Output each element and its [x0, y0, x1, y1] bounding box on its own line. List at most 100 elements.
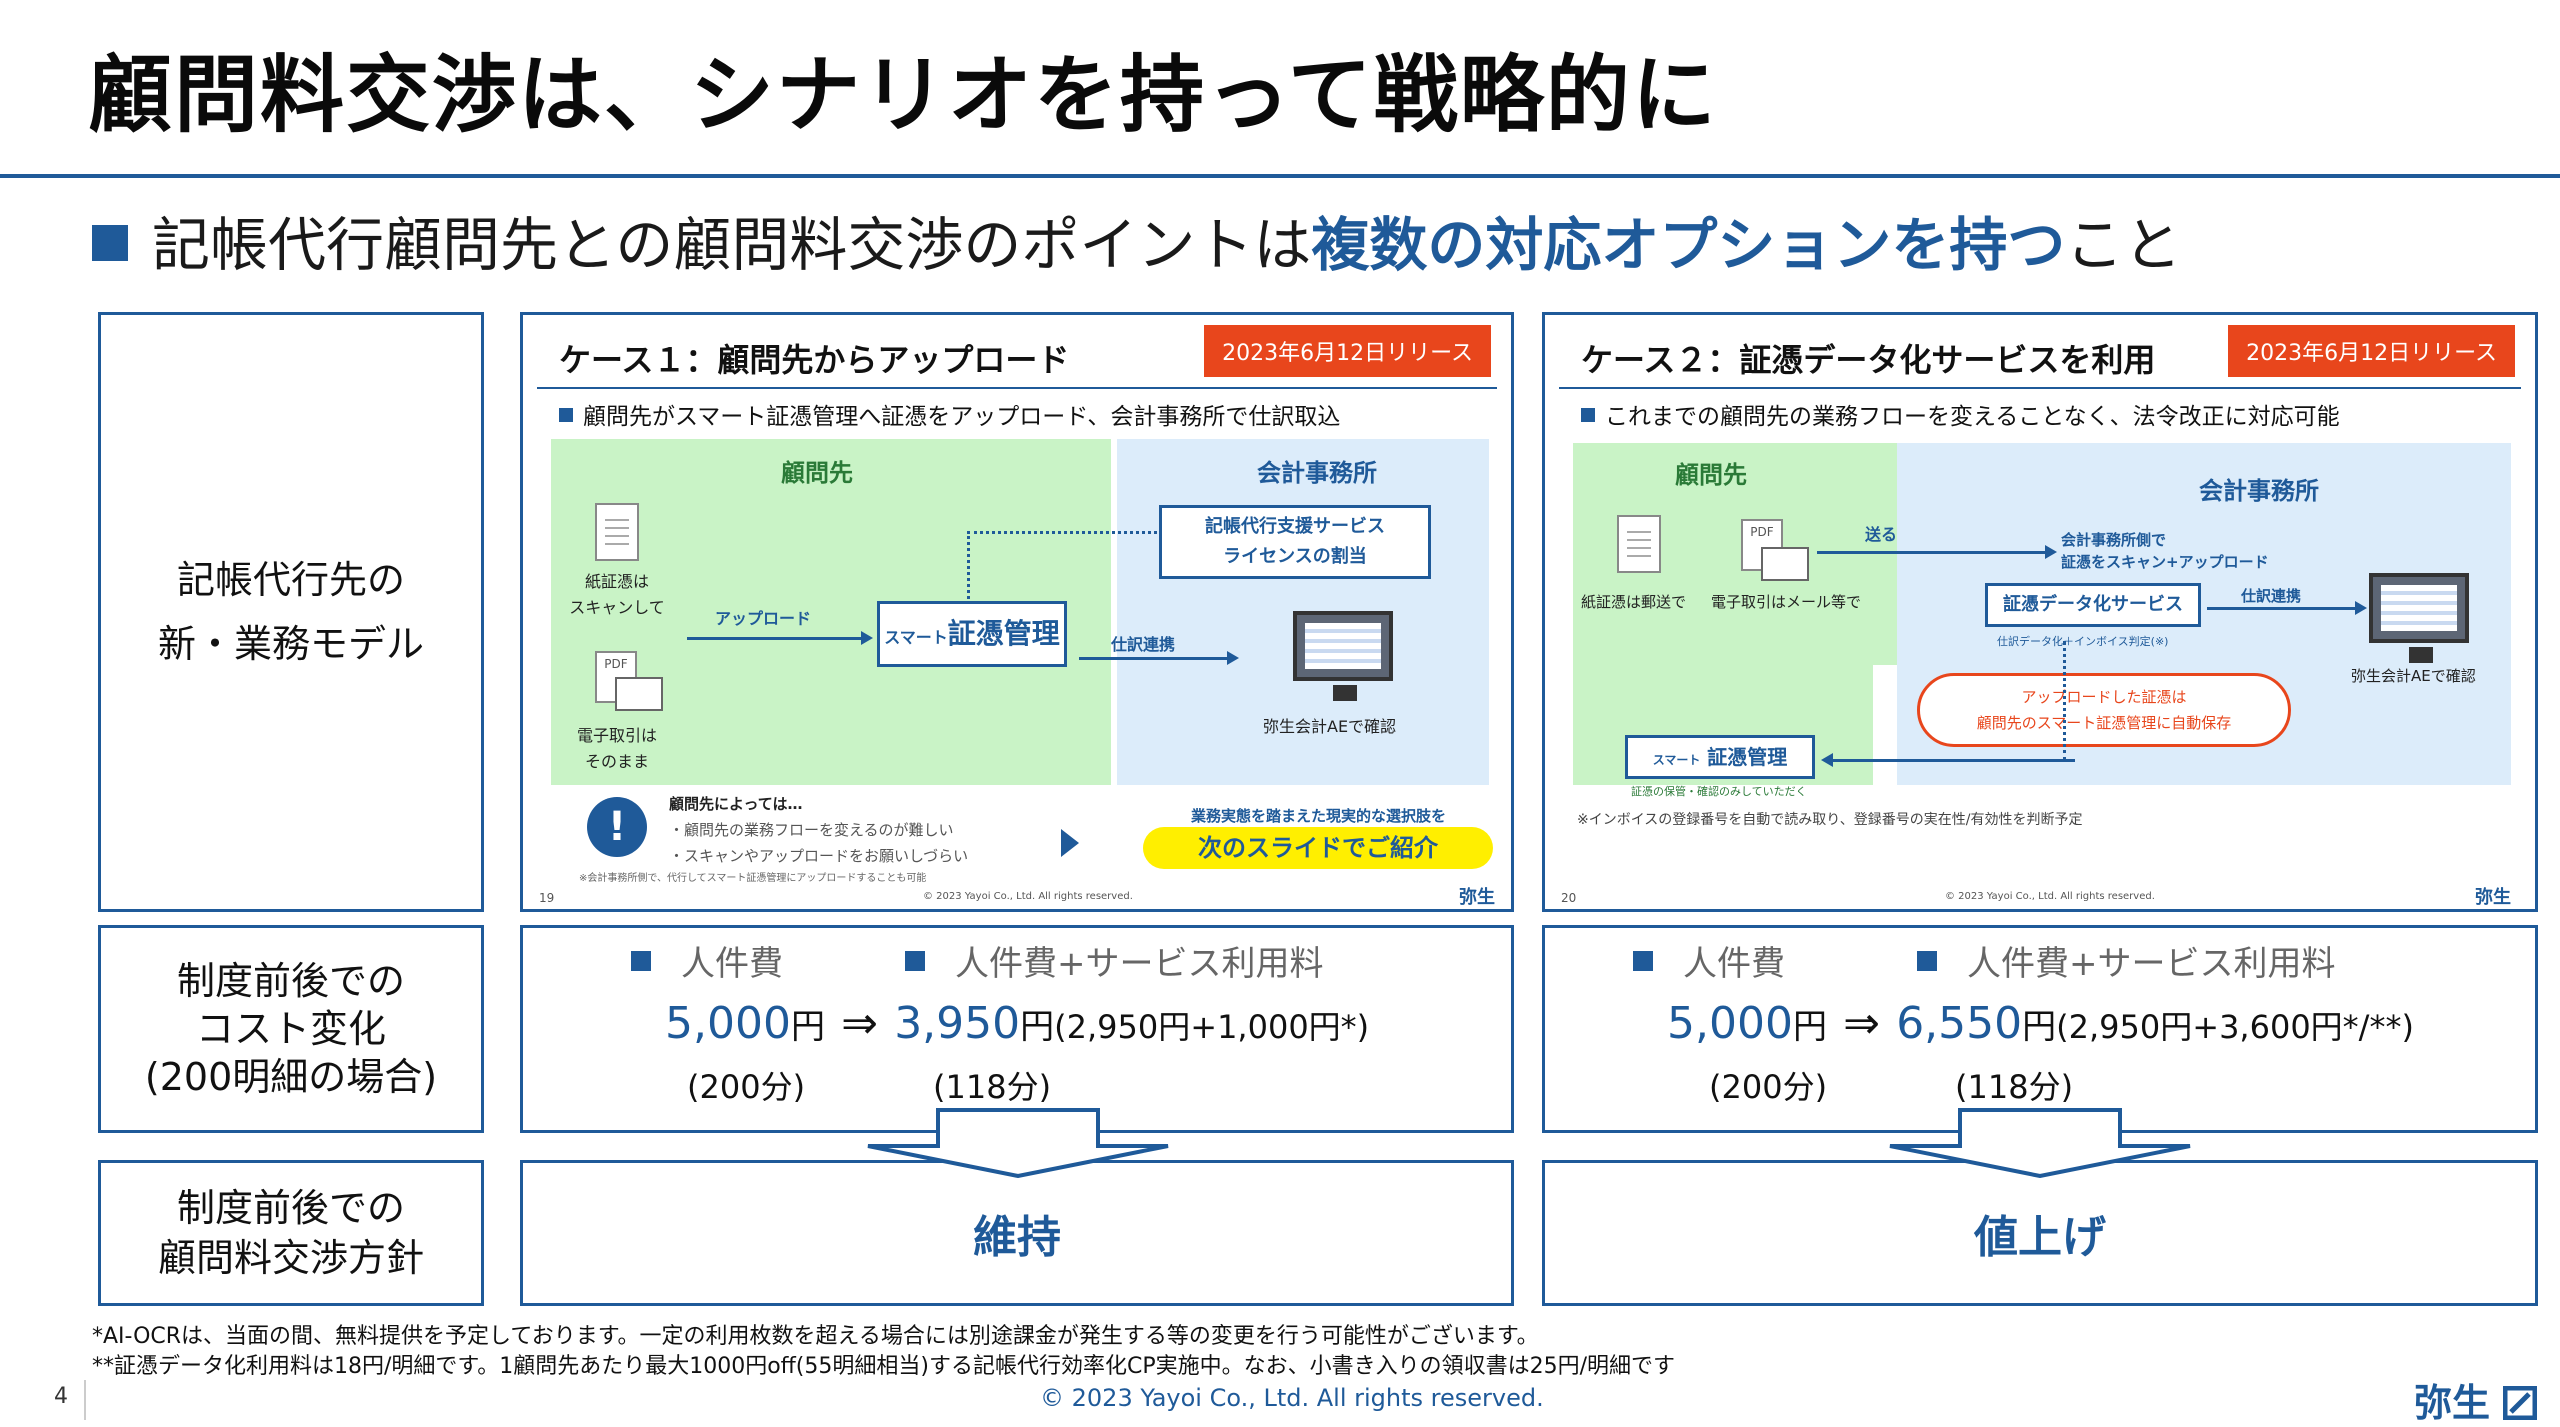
yen-unit: 円 — [1020, 1007, 1055, 1047]
case2-office-upload: 会計事務所側で 証憑をスキャン+アップロード — [2061, 529, 2269, 573]
case2-slide: ケース２：証憑データ化サービスを利用 2023年6月12日リリース これまでの顧… — [1542, 312, 2538, 912]
case2-title: ケース２：証憑データ化サービスを利用 — [1581, 341, 2156, 379]
bullet-square-icon — [92, 225, 128, 261]
case1-release-badge: 2023年6月12日リリース — [1204, 325, 1491, 377]
case2-journal-label: 仕訳連携 — [2241, 587, 2302, 605]
cost-before: 5,000 — [1667, 998, 1793, 1049]
case1-cta-button: 次のスライドでご紹介 — [1143, 827, 1493, 869]
row-label-text: 記帳代行先の — [176, 558, 405, 602]
case2-smart-evidence-box: スマート 証憑管理 — [1625, 735, 1815, 779]
case2-release-badge: 2023年6月12日リリース — [2228, 325, 2515, 377]
cost-label-labor-service: 人件費+サービス利用料 — [1917, 936, 2336, 985]
cost-label-labor: 人件費 — [1633, 936, 1785, 985]
send-arrow — [1817, 545, 2057, 559]
page-title: 顧問料交渉は、シナリオを持って戦略的に — [88, 46, 1718, 144]
case1-journal-label: 仕訳連携 — [1111, 635, 1176, 654]
case1-description: 顧問先がスマート証憑管理へ証憑をアップロード、会計事務所で仕訳取込 — [559, 397, 1340, 431]
license-text: 記帳代行支援サービス — [1205, 516, 1385, 537]
case1-cta-small: 業務実態を踏まえた現実的な選択肢を — [1191, 807, 1447, 825]
row-label-text: 制度前後での — [176, 959, 405, 1003]
case1-down-arrow-icon — [867, 1108, 1169, 1178]
note-text: 証憑をスキャン+アップロード — [2061, 553, 2269, 571]
case2-down-arrow-icon — [1889, 1108, 2191, 1178]
service-name: 証憑管理 — [1707, 745, 1788, 769]
note-text: 顧問先のスマート証憑管理に自動保存 — [1976, 714, 2232, 732]
case2-data-service-box: 証憑データ化サービス — [1985, 583, 2201, 627]
service-prefix: スマート — [1652, 753, 1701, 767]
case1-before-minutes: (200分) — [687, 1068, 806, 1106]
subtitle-highlight: 複数の対応オプションを持つ — [1311, 211, 2066, 279]
play-triangle-icon — [1061, 829, 1079, 857]
yen-unit: 円 — [2022, 1007, 2057, 1047]
subtitle-suffix: こと — [2065, 211, 2182, 279]
case2-footer-note: ※インボイスの登録番号を自動で読み取り、登録番号の実在性/有効性を判断予定 — [1577, 812, 2083, 828]
case2-smart-note: 証憑の保管・確認のみしていただく — [1631, 785, 1807, 798]
journal-arrow — [2207, 601, 2367, 615]
cost-before: 5,000 — [665, 998, 791, 1049]
yayoi-logo: 弥生 — [2414, 1372, 2538, 1427]
case2-send-label: 送る — [1865, 525, 1898, 544]
case2-e-note: 電子取引はメール等で — [1711, 593, 1862, 611]
case1-client-heading: 顧問先 — [781, 459, 853, 487]
case1-note-item: ・顧問先の業務フローを変えるのが難しい — [669, 821, 954, 839]
row-label-text: コスト変化 — [195, 1007, 386, 1051]
cost-label-text: 人件費+サービス利用料 — [1967, 944, 2336, 984]
row-label-text: (200明細の場合) — [144, 1055, 438, 1099]
exclamation-icon: ! — [587, 797, 647, 857]
mail-envelope-icon — [615, 677, 663, 711]
pc-monitor-icon — [2369, 573, 2469, 663]
yen-unit: 円 — [1792, 1007, 1827, 1047]
auto-save-arrow — [1821, 753, 2075, 767]
cost-detail: (2,950円+3,600円*/**) — [2056, 1008, 2414, 1046]
case1-divider — [537, 387, 1497, 389]
case2-service-detail: 仕訳データ化＋インボイス判定(※) — [1997, 635, 2169, 648]
cost-label-text: 人件費 — [1683, 944, 1785, 984]
case2-cost-box: 人件費 人件費+サービス利用料 5,000円 ⇒ 6,550円(2,950円+3… — [1542, 925, 2538, 1133]
note-text: スキャンして — [569, 598, 665, 617]
case1-note-heading: 顧問先によっては… — [669, 795, 803, 813]
case1-policy-text: 維持 — [973, 1212, 1061, 1263]
case1-smart-evidence-box: スマート証憑管理 — [877, 601, 1067, 667]
upload-arrow — [687, 631, 873, 645]
subtitle: 記帳代行顧問先との顧問料交渉のポイントは複数の対応オプションを持つこと — [92, 206, 2181, 284]
note-text: 紙証憑は — [584, 572, 649, 591]
footer-copyright: © 2023 Yayoi Co., Ltd. All rights reserv… — [1040, 1384, 1544, 1412]
cost-label-text: 人件費 — [681, 944, 783, 984]
case2-auto-save-note: アップロードした証憑は 顧問先のスマート証憑管理に自動保存 — [1917, 673, 2291, 747]
case1-slide: ケース１：顧問先からアップロード 2023年6月12日リリース 顧問先がスマート… — [520, 312, 1514, 912]
case1-ae-confirm: 弥生会計AEで確認 — [1263, 717, 1397, 736]
case1-page-number: 19 — [539, 891, 555, 905]
paper-document-icon — [595, 503, 639, 561]
service-prefix: スマート — [884, 628, 948, 647]
case2-divider — [1559, 387, 2521, 389]
auto-save-link-line — [2063, 641, 2066, 761]
case1-title: ケース１：顧問先からアップロード — [559, 341, 1070, 379]
logo-arrow-icon — [2502, 1385, 2538, 1421]
cost-label-labor-service: 人件費+サービス利用料 — [905, 936, 1324, 985]
footer-divider — [84, 1380, 86, 1420]
note-text: 会計事務所側で — [2061, 531, 2167, 549]
case2-policy-box: 値上げ — [1542, 1160, 2538, 1306]
case2-logo: 弥生 — [2475, 887, 2511, 908]
case2-description: これまでの顧問先の業務フローを変えることなく、法令改正に対応可能 — [1581, 397, 2340, 431]
case2-copyright: © 2023 Yayoi Co., Ltd. All rights reserv… — [1945, 891, 2155, 902]
note-text: アップロードした証憑は — [2021, 688, 2187, 706]
case1-after-minutes: (118分) — [933, 1068, 1052, 1106]
bullet-square-icon — [905, 951, 925, 971]
case1-e-note: 電子取引は そのまま — [567, 723, 667, 775]
note-text: 電子取引は — [576, 726, 657, 745]
case1-cost-box: 人件費 人件費+サービス利用料 5,000円 ⇒ 3,950円(2,950円+1… — [520, 925, 1514, 1133]
case1-note-footer: ※会計事務所側で、代行してスマート証憑管理にアップロードすることも可能 — [579, 873, 927, 884]
journal-arrow — [1079, 651, 1239, 665]
cost-label-labor: 人件費 — [631, 936, 783, 985]
case1-license-box: 記帳代行支援サービス ライセンスの割当 — [1159, 505, 1431, 579]
title-divider — [0, 174, 2560, 178]
case2-ae-confirm: 弥生会計AEで確認 — [2351, 667, 2476, 685]
footnote-2: **証憑データ化利用料は18円/明細です。1顧問先あたり最大1000円off(5… — [92, 1354, 1676, 1379]
row-label-negotiation-policy: 制度前後での 顧問料交渉方針 — [98, 1160, 484, 1306]
row-label-text: 新・業務モデル — [157, 622, 424, 666]
footnote-1: *AI-OCRは、当面の間、無料提供を予定しております。一定の利用枚数を超える場… — [92, 1324, 1539, 1349]
bullet-square-icon — [631, 951, 651, 971]
arrow-icon: ⇒ — [841, 998, 879, 1049]
bullet-square-icon — [1917, 951, 1937, 971]
